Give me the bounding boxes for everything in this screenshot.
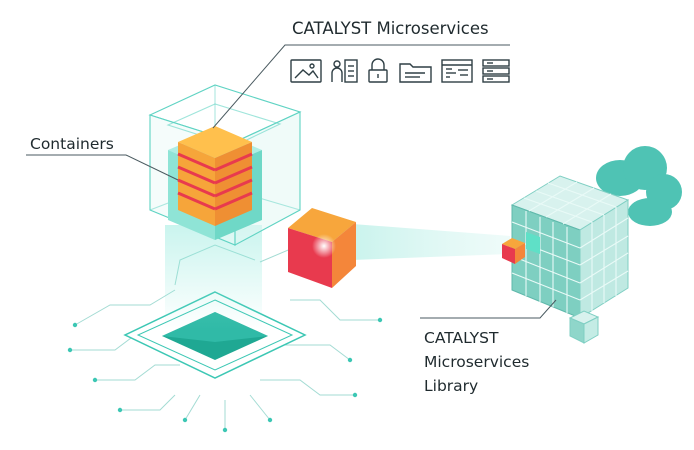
light-column <box>165 225 262 330</box>
library-label-line-2: Microservices <box>424 353 530 371</box>
code-panel-icon <box>441 59 473 83</box>
microservice-icons <box>290 58 510 83</box>
microservice-cube <box>288 208 356 288</box>
microservices-library-cube <box>502 175 630 344</box>
container-stack <box>177 126 253 226</box>
library-label-line-1: CATALYST <box>424 329 499 347</box>
library-label-line-3: Library <box>424 377 479 395</box>
leader-lines <box>26 44 557 319</box>
image-icon <box>290 59 322 83</box>
cloud-icon <box>596 146 682 226</box>
id-card-icon <box>331 59 358 83</box>
circuit-nodes <box>67 242 383 433</box>
microservices-label: CATALYST Microservices <box>292 19 489 38</box>
lock-icon <box>368 58 388 83</box>
containers-label: Containers <box>30 135 114 153</box>
folder-icon <box>399 63 432 83</box>
server-icon <box>482 59 510 83</box>
library-label: CATALYST Microservices Library <box>424 326 529 398</box>
